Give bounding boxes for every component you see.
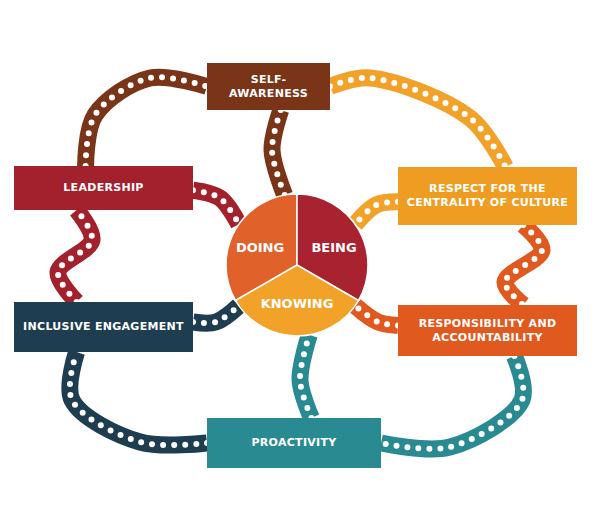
dotted-path: [193, 190, 239, 224]
segment-label: KNOWING: [261, 296, 334, 311]
path-dots: [355, 306, 398, 326]
path-dots: [330, 78, 505, 167]
theme-box: LEADERSHIP: [14, 166, 193, 210]
dotted-path: [381, 356, 523, 449]
path-dots: [86, 77, 207, 166]
path-band: [355, 202, 398, 224]
path-band: [355, 306, 398, 326]
theme-label: RESPONSIBILITY AND ACCOUNTABILITY: [406, 317, 569, 345]
path-band: [300, 335, 311, 418]
path-band: [70, 352, 207, 445]
path-band: [330, 78, 505, 167]
dotted-path: [58, 210, 92, 302]
path-band: [272, 110, 285, 195]
theme-box: SELF-AWARENESS: [207, 63, 330, 110]
path-dots: [193, 306, 239, 323]
theme-label: PROACTIVITY: [251, 436, 336, 450]
path-band: [193, 306, 239, 323]
dotted-path: [355, 202, 398, 224]
path-dots: [355, 202, 398, 224]
theme-label: SELF-AWARENESS: [215, 73, 322, 101]
path-band: [193, 190, 239, 224]
path-band: [505, 225, 542, 305]
theme-box: INCLUSIVE ENGAGEMENT: [14, 302, 193, 352]
dotted-path: [330, 78, 505, 167]
path-band: [381, 356, 523, 449]
path-dots: [58, 210, 92, 302]
path-band: [86, 77, 207, 166]
center-circle: DOING BEING KNOWING: [225, 193, 369, 337]
dotted-path: [272, 110, 285, 195]
path-dots: [272, 110, 285, 195]
theme-box: RESPONSIBILITY AND ACCOUNTABILITY: [398, 305, 577, 356]
pie-outline: [225, 193, 369, 337]
path-band: [58, 210, 92, 302]
dotted-path: [505, 225, 542, 305]
pie-segment: [236, 265, 359, 336]
dotted-path: [300, 335, 311, 418]
theme-box: RESPECT FOR THE CENTRALITY OF CULTURE: [398, 167, 577, 225]
dotted-path: [70, 352, 207, 445]
path-dots: [193, 190, 239, 224]
path-dots: [70, 352, 207, 445]
segment-label: DOING: [236, 240, 284, 255]
segment-label: BEING: [311, 240, 356, 255]
theme-box: PROACTIVITY: [207, 418, 381, 468]
theme-label: INCLUSIVE ENGAGEMENT: [23, 320, 184, 334]
dotted-path: [193, 306, 239, 323]
path-dots: [381, 356, 523, 449]
dotted-path: [86, 77, 207, 166]
dotted-path: [355, 306, 398, 326]
theme-label: LEADERSHIP: [63, 181, 143, 195]
theme-label: RESPECT FOR THE CENTRALITY OF CULTURE: [406, 182, 569, 210]
path-dots: [300, 335, 311, 418]
path-dots: [505, 225, 542, 305]
